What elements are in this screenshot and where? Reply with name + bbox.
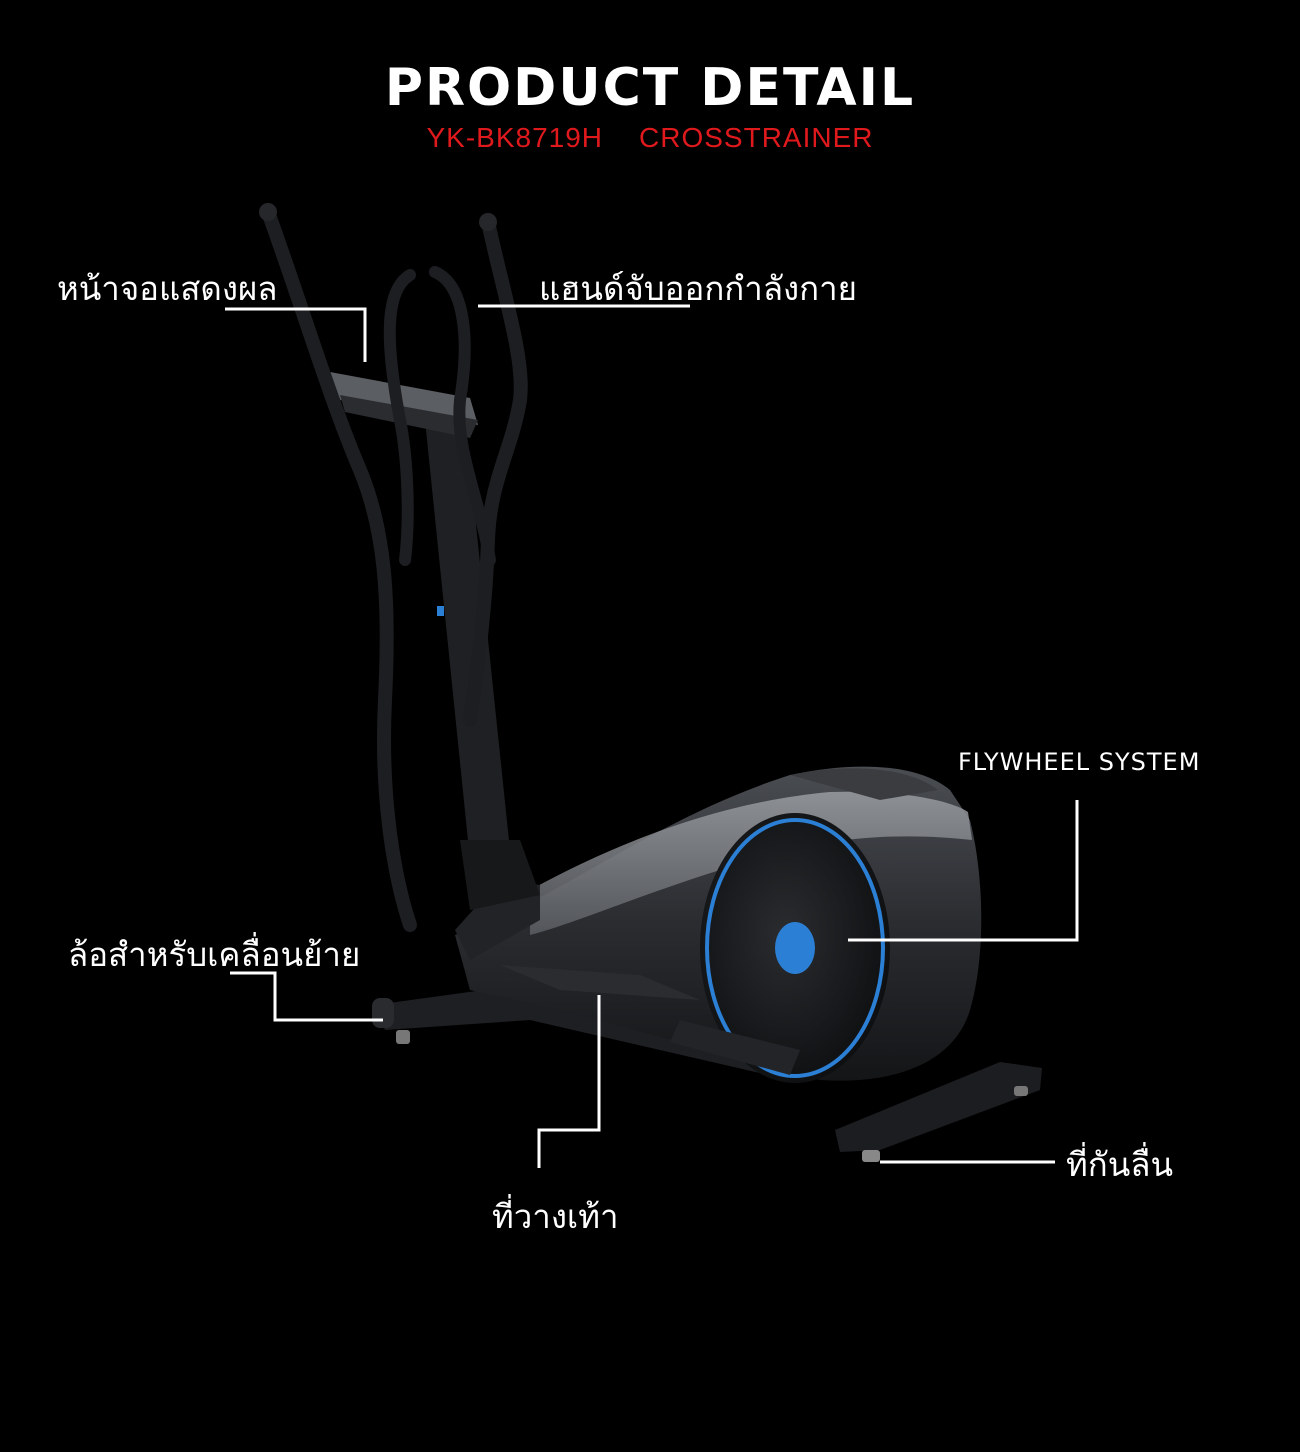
page-title: PRODUCT DETAIL	[384, 58, 916, 118]
callout-handles: แฮนด์จับออกกำลังกาย	[539, 269, 857, 308]
callout-line-wheels	[230, 971, 383, 1022]
flywheel-housing	[455, 766, 982, 1083]
callout-anti-slip: ที่กันลื่น	[1066, 1145, 1174, 1184]
callout-wheels: ล้อสำหรับเคลื่อนย้าย	[68, 935, 361, 974]
foot-pedals	[455, 880, 800, 1075]
callout-flywheel: FLYWHEEL SYSTEM	[958, 748, 1201, 776]
callout-line-display	[225, 307, 367, 362]
product-type: CROSSTRAINER	[639, 122, 874, 153]
callout-display: หน้าจอแสดงผล	[57, 269, 278, 308]
callout-line-footrest	[537, 995, 601, 1168]
callout-line-flywheel	[848, 800, 1079, 942]
rear-stabilizer	[835, 1062, 1042, 1162]
callout-footrest: ที่วางเท้า	[492, 1197, 619, 1236]
callout-lines	[225, 304, 1079, 1168]
product-subtitle: YK-BK8719H CROSSTRAINER	[0, 122, 1300, 154]
moving-handlebars	[259, 203, 528, 932]
model-number: YK-BK8719H	[426, 122, 604, 153]
console-mast	[330, 372, 540, 910]
